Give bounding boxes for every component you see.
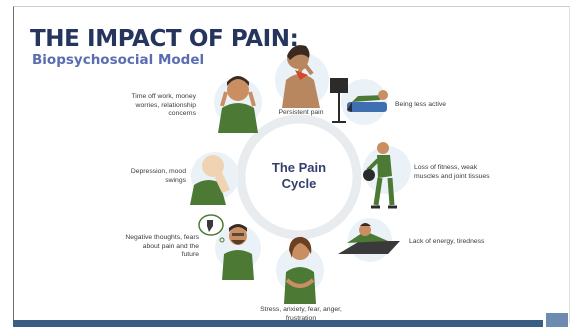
slide-footer-bar: [13, 320, 543, 327]
person-holding-shoulder-icon: [275, 45, 329, 108]
stressed-woman-icon: [276, 236, 324, 304]
cycle-center: [250, 128, 348, 226]
slide-subtitle: Biopsychosocial Model: [32, 52, 205, 68]
slide-corner-accent: [546, 313, 568, 327]
label-loss-of-fitness: Loss of fitness, weak muscles and joint …: [414, 164, 490, 180]
sad-bald-man-icon: [190, 152, 239, 205]
center-label-line-2: Cycle: [281, 176, 317, 191]
label-depression: Depression, mood swings: [130, 168, 186, 184]
slide-frame: [13, 6, 570, 323]
label-stress: Stress, anxiety, fear, anger, frustratio…: [260, 306, 342, 322]
pain-cycle-center-label: The Pain Cycle: [262, 160, 336, 192]
person-lifting-weight-icon: [363, 142, 411, 209]
tired-person-lying-icon: [338, 218, 400, 262]
label-persistent-pain: Persistent pain: [278, 109, 324, 116]
cycle-ring: [236, 114, 362, 240]
man-thumbs-down-thought-icon: [198, 214, 261, 280]
label-negative-thoughts: Negative thoughts, fears about pain and …: [125, 234, 199, 259]
label-less-active: Being less active: [395, 101, 447, 108]
person-on-couch-tv-icon: [330, 78, 388, 125]
slide-title: THE IMPACT OF PAIN:: [30, 26, 299, 52]
center-label-line-1: The Pain: [271, 160, 327, 175]
label-time-off-work: Time off work, money worries, relationsh…: [131, 93, 196, 118]
worried-man-icon: [214, 76, 262, 133]
label-lack-of-energy: Lack of energy, tiredness: [409, 238, 485, 245]
